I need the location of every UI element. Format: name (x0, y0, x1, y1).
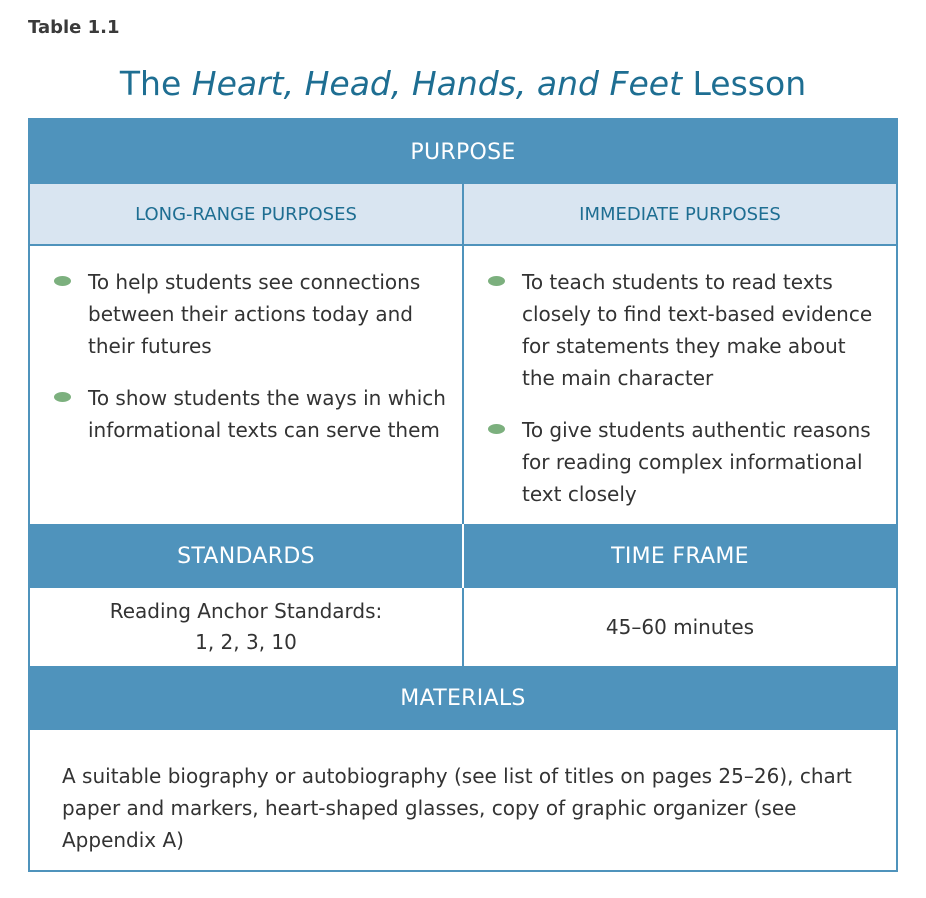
divider (462, 184, 464, 524)
purpose-header: PURPOSE (30, 120, 896, 184)
list-item-text: To help students see connections between… (88, 270, 421, 358)
leaf-bullet-icon (54, 392, 71, 402)
title-part-after: Lesson (682, 64, 807, 103)
list-item: To give students authentic reasons for r… (488, 414, 884, 510)
standards-line-1: Reading Anchor Standards: (109, 599, 383, 623)
time-frame-header: TIME FRAME (464, 524, 896, 588)
lesson-table: PURPOSE LONG-RANGE PURPOSES IMMEDIATE PU… (28, 118, 898, 872)
standards-header: STANDARDS (30, 524, 462, 588)
leaf-bullet-icon (54, 276, 71, 286)
divider (462, 524, 464, 588)
divider (462, 588, 464, 666)
list-item: To teach students to read texts closely … (488, 266, 884, 394)
title-part-before: The (119, 64, 192, 103)
materials-text: A suitable biography or autobiography (s… (62, 764, 852, 852)
list-item: To show students the ways in which infor… (54, 382, 450, 446)
immediate-purposes-list: To teach students to read texts closely … (488, 266, 884, 530)
leaf-bullet-icon (488, 424, 505, 434)
list-item-text: To give students authentic reasons for r… (522, 418, 871, 506)
long-range-purposes-header: LONG-RANGE PURPOSES (30, 184, 462, 244)
immediate-purposes-header: IMMEDIATE PURPOSES (464, 184, 896, 244)
leaf-bullet-icon (488, 276, 505, 286)
list-item: To help students see connections between… (54, 266, 450, 362)
time-frame-cell: 45–60 minutes (464, 588, 896, 666)
page-title: The Heart, Head, Hands, and Feet Lesson (0, 64, 926, 103)
materials-header: MATERIALS (30, 666, 896, 730)
standards-line-2: 1, 2, 3, 10 (195, 630, 297, 654)
standards-cell: Reading Anchor Standards: 1, 2, 3, 10 (30, 588, 462, 666)
time-frame-value: 45–60 minutes (605, 614, 755, 639)
list-item-text: To show students the ways in which infor… (88, 386, 446, 442)
long-range-purposes-list: To help students see connections between… (54, 266, 450, 466)
table-number: Table 1.1 (28, 17, 120, 38)
title-part-italic: Heart, Head, Hands, and Feet (191, 64, 683, 103)
list-item-text: To teach students to read texts closely … (522, 270, 873, 390)
